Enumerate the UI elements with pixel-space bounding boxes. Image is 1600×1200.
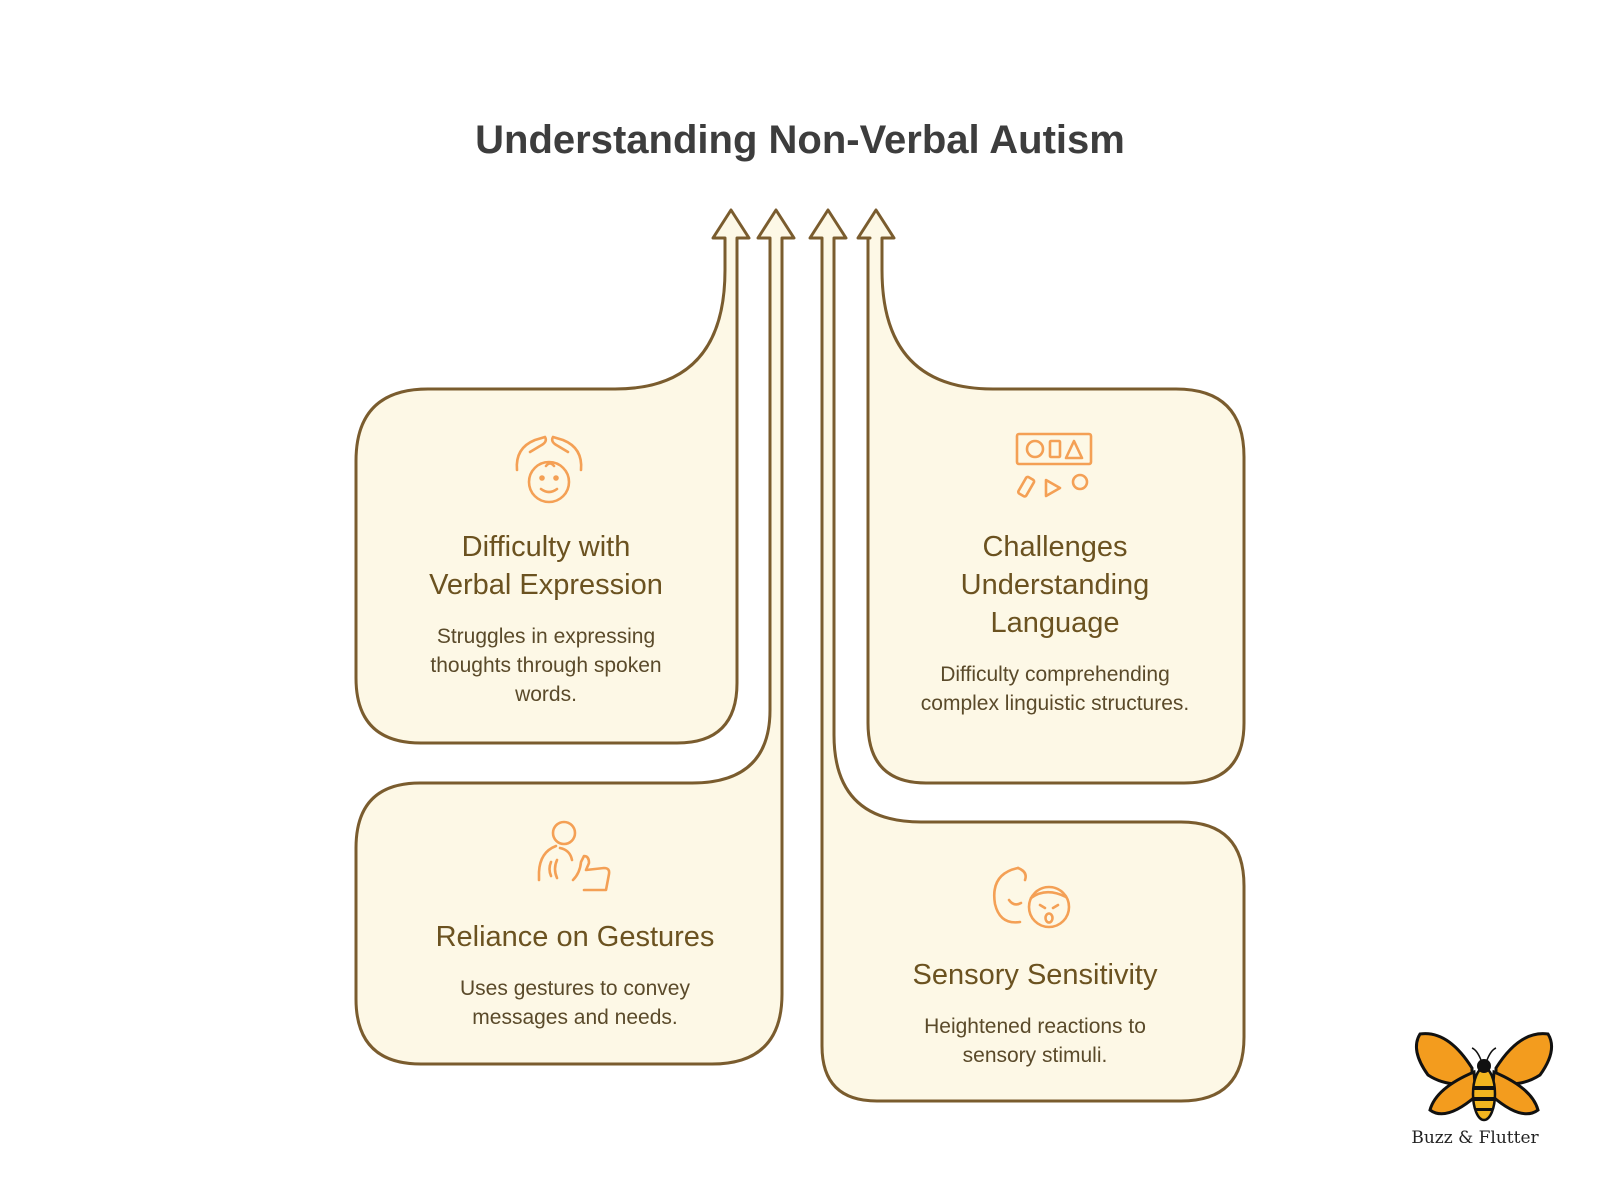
sensory-overwhelmed-face-icon	[992, 866, 1071, 929]
card-heading: Difficulty with Verbal Expression	[429, 531, 663, 601]
card-description: Difficulty comprehending complex linguis…	[920, 663, 1190, 715]
card-language-shape	[856, 208, 1246, 785]
card-description: Heightened reactions to sensory stimuli.	[924, 1015, 1146, 1067]
card-gestures-shape	[354, 208, 796, 1066]
gesturing-person-icon	[537, 820, 611, 892]
card-verbal-expression: Difficulty with Verbal Expression Strugg…	[376, 528, 716, 709]
bee-butterfly-logo	[1414, 1032, 1554, 1122]
card-heading: Reliance on Gestures	[435, 921, 715, 953]
page-title: Understanding Non-Verbal Autism	[475, 118, 1125, 162]
card-description: Uses gestures to convey messages and nee…	[460, 977, 690, 1029]
card-language: Challenges Understanding Language Diffic…	[880, 528, 1230, 718]
card-sensory-shape	[808, 208, 1246, 1103]
card-sensory: Sensory Sensitivity Heightened reactions…	[860, 956, 1210, 1070]
baby-face-hands-icon	[515, 435, 583, 504]
card-description: Struggles in expressing thoughts through…	[430, 625, 662, 706]
card-heading: Sensory Sensitivity	[912, 959, 1158, 991]
brand-name: Buzz & Flutter	[1411, 1128, 1539, 1148]
card-heading: Challenges Understanding Language	[960, 531, 1150, 639]
shape-sorter-icon	[1015, 432, 1093, 498]
card-gestures: Reliance on Gestures Uses gestures to co…	[400, 918, 750, 1032]
card-verbal-expression-shape	[354, 208, 751, 745]
